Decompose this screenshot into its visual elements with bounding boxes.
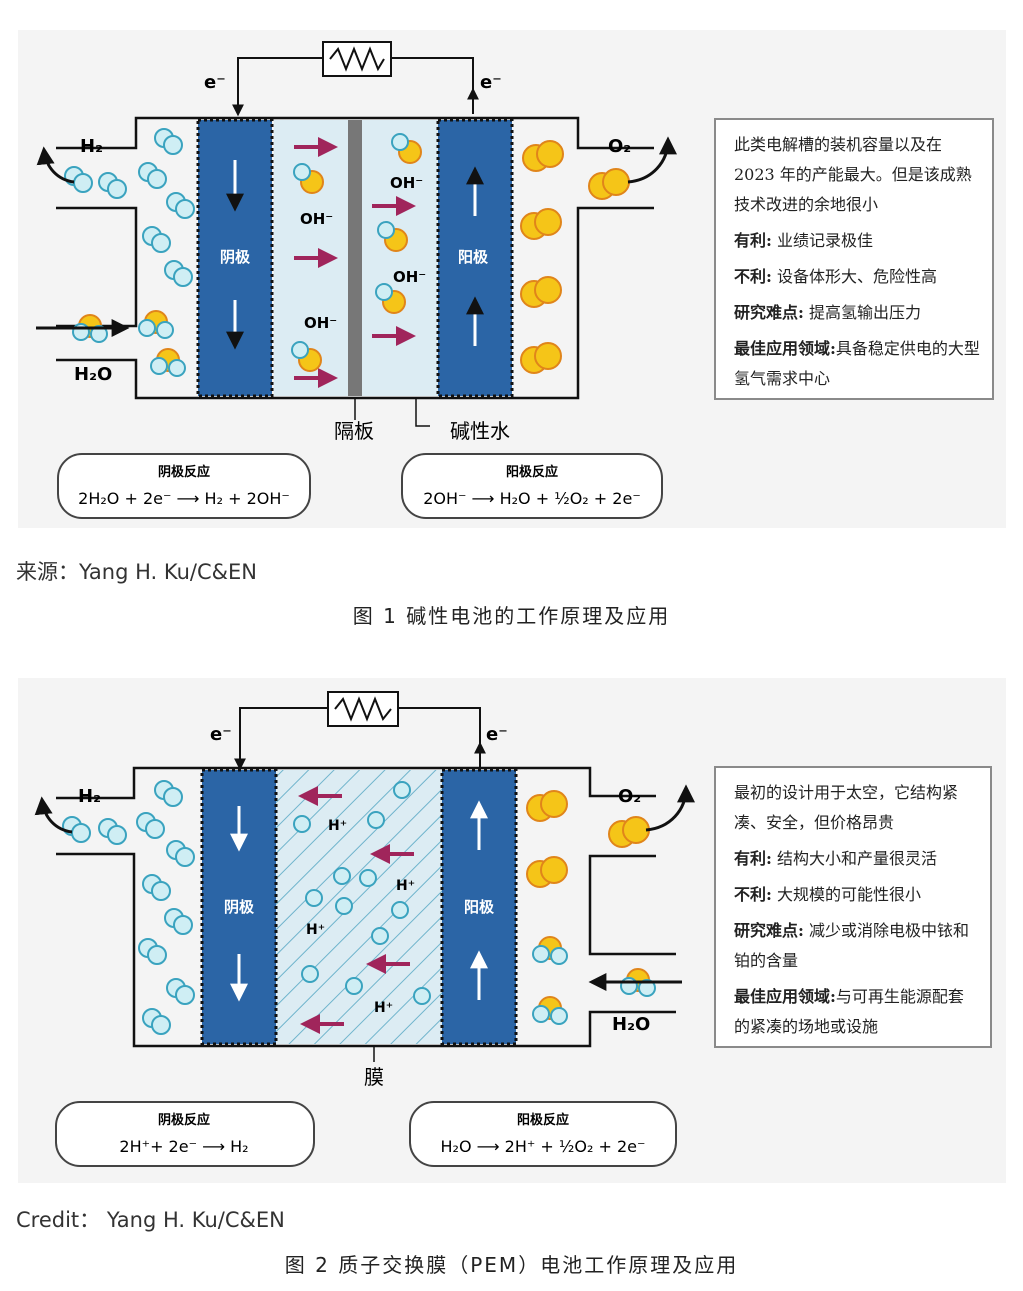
con-text: 设备体形大、危险性高 (777, 267, 938, 286)
cathode-label: 阴极 (220, 248, 251, 266)
cathode-reaction-box (57, 453, 311, 519)
best-use-text: 具备稳定供电的大型氢气需求中心 (734, 339, 980, 388)
anode-reaction-box (409, 1101, 677, 1167)
h2o-label: H₂O (74, 364, 112, 385)
cathode-reaction-equation: 2H⁺+ 2e⁻ ⟶ H₂ (119, 1137, 248, 1156)
oh-ion-label: OH⁻ (393, 268, 426, 286)
figure-1-caption: 图 1 碱性电池的工作原理及应用 (352, 604, 671, 628)
h2-outflow-arrow-icon (34, 796, 73, 834)
o2-outflow-arrow-icon (645, 784, 695, 832)
anode-reaction-equation: 2OH⁻ ⟶ H₂O + ½O₂ + 2e⁻ (423, 489, 641, 508)
proton-label: H⁺ (306, 922, 325, 938)
con-label: 不利: (734, 267, 772, 286)
best-use-label: 最佳应用领域: (734, 987, 836, 1006)
figure-1-source: 来源：Yang H. Ku/C&EN (16, 560, 258, 584)
proton-label: H⁺ (396, 878, 415, 894)
figure-2-caption: 图 2 质子交换膜（PEM）电池工作原理及应用 (284, 1253, 739, 1277)
con-label: 不利: (734, 885, 772, 904)
electron-label-right: e⁻ (480, 72, 502, 93)
o2-label: O₂ (618, 786, 641, 807)
info-intro: 此类电解槽的装机容量以及在2023 年的产能最大。但是该成熟技术改进的余地很小 (734, 135, 972, 214)
cathode-reaction-box (55, 1101, 315, 1167)
figure-1-info-box: 此类电解槽的装机容量以及在2023 年的产能最大。但是该成熟技术改进的余地很小 … (714, 118, 994, 400)
best-use-label: 最佳应用领域: (734, 339, 836, 358)
electron-label-left: e⁻ (204, 72, 226, 93)
alkaline-cell-diagram: e⁻ e⁻ 阴极 阳极 OH⁻ OH⁻ OH⁻ OH⁻ (36, 41, 677, 519)
oh-ion-label: OH⁻ (304, 314, 337, 332)
proton-label: H⁺ (328, 818, 347, 834)
circuit-wire-right (391, 57, 474, 102)
electron-label-left: e⁻ (210, 724, 232, 745)
o2-outflow-arrow-icon (627, 136, 677, 184)
anode-label: 阳极 (458, 248, 489, 266)
anode-reaction-equation: H₂O ⟶ 2H⁺ + ½O₂ + 2e⁻ (441, 1137, 646, 1156)
h2o-label: H₂O (612, 1014, 650, 1035)
info-intro: 最初的设计用于太空，它结构紧凑、安全，但价格昂贵 (734, 783, 959, 832)
alkaline-water-label: 碱性水 (450, 419, 510, 443)
cathode-reaction-title: 阴极反应 (158, 464, 210, 480)
research-text: 减少或消除电极中铱和铂的含量 (734, 921, 970, 970)
oh-ion-label: OH⁻ (300, 210, 333, 228)
cathode-label: 阴极 (224, 898, 255, 916)
pro-text: 结构大小和产量很灵活 (777, 849, 938, 868)
pro-label: 有利: (734, 231, 772, 250)
figure-1-panel: e⁻ e⁻ 阴极 阳极 OH⁻ OH⁻ OH⁻ OH⁻ (18, 30, 1006, 528)
anode-reaction-title: 阳极反应 (506, 464, 558, 480)
o2-label: O₂ (608, 136, 631, 157)
h2-label: H₂ (78, 786, 101, 807)
anode-electrode (436, 118, 514, 398)
figure-2-source: Credit： Yang H. Ku/C&EN (16, 1208, 285, 1232)
anode-label: 阳极 (464, 898, 495, 916)
pro-label: 有利: (734, 849, 772, 868)
figure-2-info-box: 最初的设计用于太空，它结构紧凑、安全，但价格昂贵 有利: 结构大小和产量很灵活 … (714, 766, 992, 1048)
anode-reaction-box (401, 453, 663, 519)
cell-outline-top (56, 116, 654, 150)
proton-label: H⁺ (374, 1000, 393, 1016)
oh-ion-label: OH⁻ (390, 174, 423, 192)
electron-label-right: e⁻ (486, 724, 508, 745)
cathode-reaction-equation: 2H₂O + 2e⁻ ⟶ H₂ + 2OH⁻ (78, 489, 290, 508)
best-use-text: 与可再生能源配套的紧凑的场地或设施 (734, 987, 964, 1036)
pro-text: 业绩记录极佳 (777, 231, 874, 250)
cathode-reaction-title: 阴极反应 (158, 1112, 210, 1128)
cell-outline-bottom (56, 206, 654, 400)
separator-label: 隔板 (334, 419, 374, 443)
figure-2-panel: e⁻ e⁻ 阴极 阳极 H⁺ H⁺ H⁺ H⁺ (18, 678, 1006, 1183)
research-text: 提高氢输出压力 (809, 303, 922, 322)
h2-label: H₂ (80, 136, 103, 157)
anode-reaction-title: 阳极反应 (517, 1112, 569, 1128)
membrane-label: 膜 (364, 1065, 384, 1089)
separator (348, 120, 362, 396)
pem-cell-diagram: e⁻ e⁻ 阴极 阳极 H⁺ H⁺ H⁺ H⁺ (34, 691, 695, 1167)
h2-outflow-arrow-icon (36, 146, 75, 184)
research-label: 研究难点: (734, 921, 804, 940)
research-label: 研究难点: (734, 303, 804, 322)
circuit-wire-left (237, 57, 323, 112)
con-text: 大规模的可能性很小 (777, 885, 922, 904)
